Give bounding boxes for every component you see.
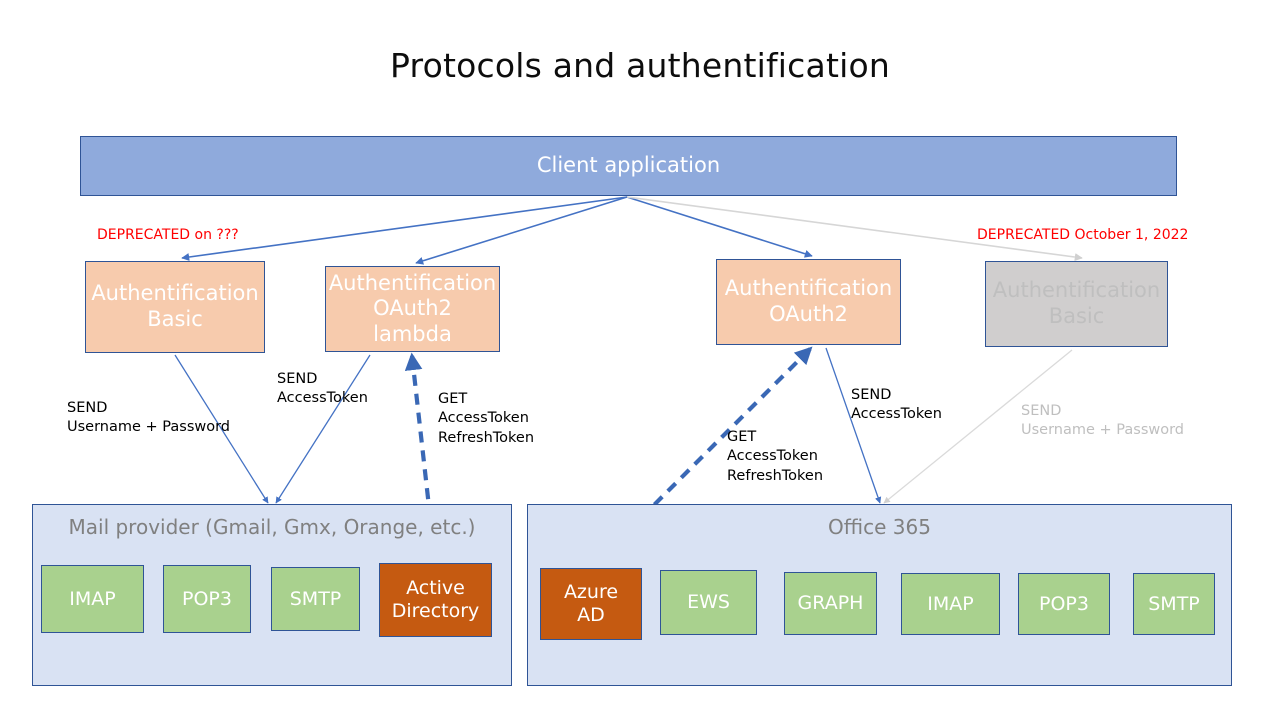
service-chip-label: POP3 bbox=[1039, 592, 1089, 615]
service-chip-label: IMAP bbox=[69, 587, 116, 610]
service-chip-label: SMTP bbox=[289, 587, 342, 610]
auth-box-line2: OAuth2 lambda bbox=[373, 296, 452, 346]
service-chip-line1: Azure bbox=[563, 581, 619, 604]
service-chip-graph[interactable]: GRAPH bbox=[784, 572, 877, 635]
auth-box-line2: Basic bbox=[1048, 304, 1105, 328]
service-chip-label: POP3 bbox=[182, 587, 232, 610]
annotation-get-tokens-left: GET AccessToken RefreshToken bbox=[438, 391, 535, 446]
auth-box-line1: Authentification bbox=[91, 281, 259, 306]
service-chip-label: EWS bbox=[687, 591, 730, 614]
annotation-send-accesstoken-right: SEND AccessToken bbox=[851, 387, 942, 423]
connector-client-to-oauth-lambda bbox=[415, 196, 628, 265]
annotation-send-username-password-right: SEND Username + Password bbox=[1021, 403, 1185, 439]
service-chip-azure-ad[interactable]: Azure AD bbox=[540, 568, 642, 640]
service-chip-imap-mail[interactable]: IMAP bbox=[41, 565, 144, 633]
panel-title-mail-provider: Mail provider (Gmail, Gmx, Orange, etc.) bbox=[68, 515, 476, 539]
annotation-get-tokens-right: GET AccessToken RefreshToken bbox=[727, 429, 824, 484]
panel-title-office-365: Office 365 bbox=[828, 515, 931, 539]
panel-office-365: Office 365 bbox=[527, 504, 1232, 686]
service-chip-line2: Directory bbox=[391, 600, 480, 622]
auth-box-oauth2[interactable]: Authentification OAuth2 bbox=[716, 259, 901, 345]
client-application-label: Client application bbox=[536, 153, 721, 178]
service-chip-pop3-mail[interactable]: POP3 bbox=[163, 565, 251, 633]
auth-box-basic-mail[interactable]: Authentification Basic bbox=[85, 261, 265, 353]
service-chip-smtp-mail[interactable]: SMTP bbox=[271, 567, 360, 631]
auth-box-line2: Basic bbox=[147, 307, 203, 331]
service-chip-imap-office365[interactable]: IMAP bbox=[901, 573, 1000, 635]
annotation-send-username-password-left: SEND Username + Password bbox=[67, 400, 231, 436]
connector-oauth2-to-office365 bbox=[825, 347, 882, 504]
service-chip-line1: Active bbox=[406, 577, 465, 600]
service-chip-label: GRAPH bbox=[797, 592, 864, 615]
connector-client-to-basic-left bbox=[181, 196, 628, 261]
slide-title: Protocols and authentification bbox=[390, 46, 890, 85]
auth-box-line1: Authentification bbox=[724, 276, 893, 301]
auth-box-basic-office365[interactable]: Authentification Basic bbox=[985, 261, 1168, 347]
service-chip-label: IMAP bbox=[927, 592, 974, 615]
service-chip-active-directory[interactable]: Active Directory bbox=[379, 563, 492, 637]
service-chip-line2: AD bbox=[577, 604, 605, 626]
service-chip-label: SMTP bbox=[1148, 592, 1200, 615]
deprecated-label-right: DEPRECATED October 1, 2022 bbox=[977, 227, 1189, 243]
service-chip-smtp-office365[interactable]: SMTP bbox=[1133, 573, 1215, 635]
service-chip-ews[interactable]: EWS bbox=[660, 570, 757, 635]
annotation-send-accesstoken-left: SEND AccessToken bbox=[277, 371, 368, 407]
auth-box-line2: OAuth2 bbox=[769, 302, 848, 326]
deprecated-label-left: DEPRECATED on ??? bbox=[97, 227, 239, 243]
service-chip-pop3-office365[interactable]: POP3 bbox=[1018, 573, 1110, 635]
client-application-box[interactable]: Client application bbox=[80, 136, 1177, 196]
auth-box-line1: Authentification bbox=[992, 278, 1161, 303]
connector-client-to-oauth2 bbox=[626, 196, 813, 258]
auth-box-line1: Authentification bbox=[328, 270, 497, 295]
auth-box-oauth2-lambda[interactable]: Authentification OAuth2 lambda bbox=[325, 266, 500, 352]
